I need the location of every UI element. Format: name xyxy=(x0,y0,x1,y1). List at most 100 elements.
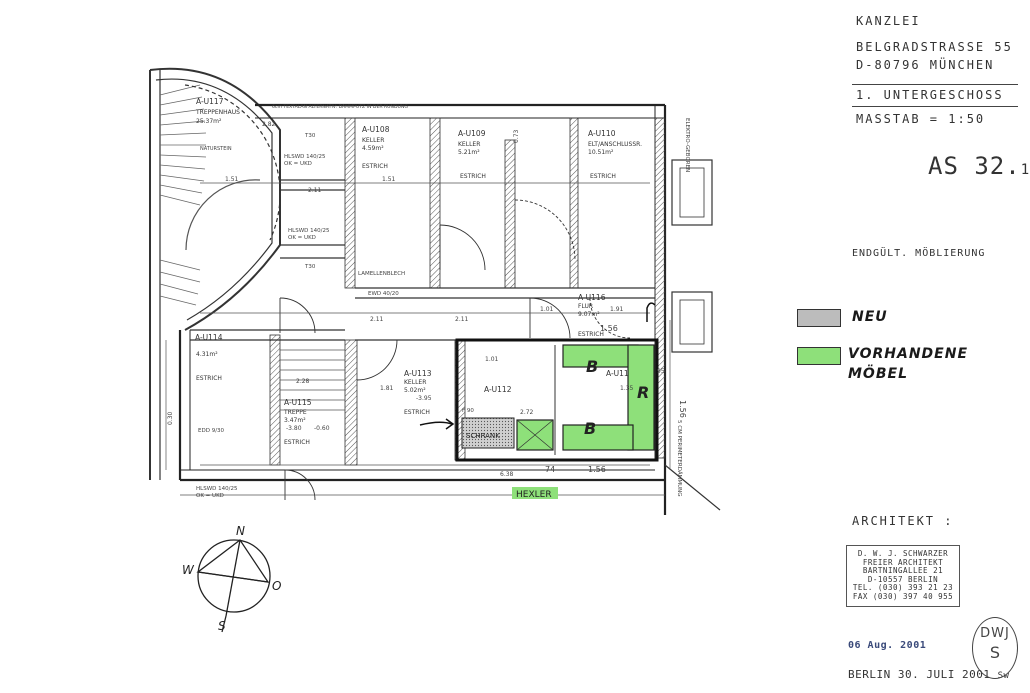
hexler-label: HEXLER xyxy=(516,490,552,500)
dim-20: -3.80 xyxy=(286,425,302,432)
room-u108-name: KELLER xyxy=(362,137,384,144)
title-rule-1 xyxy=(852,84,1018,85)
title-kanzlei: KANZLEI xyxy=(856,14,921,28)
dim-16: 1.35 xyxy=(620,385,634,392)
t30-label-2: T30 xyxy=(304,264,316,270)
t30-label-1: T30 xyxy=(304,133,316,139)
perimeter-label: 5 CM PERIMETERDÄMMUNG xyxy=(676,420,683,497)
legend-existing-label-2: MÖBEL xyxy=(848,366,908,382)
dim-21: -0.60 xyxy=(314,425,330,432)
seal-top: DWJ xyxy=(980,626,1010,641)
room-u116-name: FLUR xyxy=(578,303,593,310)
title-scale: MASSTAB = 1:50 xyxy=(856,112,986,126)
room-u114-floor: ESTRICH xyxy=(196,375,222,382)
room-u111-id: A-U11 xyxy=(606,369,629,378)
hatched-walls xyxy=(269,117,666,466)
furniture-mark-b1: B xyxy=(586,357,598,376)
room-u109-id: A-U109 xyxy=(458,129,486,138)
dim-12: 74 xyxy=(545,465,555,474)
okukd-label-3: OK = UKD xyxy=(196,493,224,499)
dim-1: 1.51 xyxy=(225,176,239,183)
dim-15: 1.01 xyxy=(485,356,499,363)
dim-18: 2.82 xyxy=(262,121,276,128)
dim-7: 1.91 xyxy=(610,306,624,313)
architect-stamp-box: D. W. J. SCHWARZER FREIER ARCHITEKT BART… xyxy=(846,545,960,607)
room-u116-area: 9.07m² xyxy=(578,311,600,318)
plan-status: ENDGÜLT. MÖBLIERUNG xyxy=(852,248,986,259)
room-u110-id: A-U110 xyxy=(588,129,616,138)
okukd-label-2: OK = UKD xyxy=(288,235,316,241)
hlswd-label-1: HLSWD 140/25 xyxy=(284,154,326,160)
room-u112-outline xyxy=(455,338,659,462)
dim-5: 2.11 xyxy=(370,316,384,323)
textalan-note: 6cm TEXTALAN ALTERNATIV: DÄMMPUTZ IN DER… xyxy=(272,103,408,110)
compass xyxy=(196,539,271,633)
room-u110-area: 10.51m² xyxy=(588,149,614,156)
seal-bottom: S xyxy=(989,643,1001,662)
dim-25: 1.56 xyxy=(678,400,687,418)
ewd-label: EWD 40/20 xyxy=(368,291,399,297)
plan-number-sub: 1 xyxy=(1020,162,1030,178)
light-shafts xyxy=(664,159,721,511)
hlswd-label-2: HLSWD 140/25 xyxy=(288,228,330,234)
title-city: D-80796 MÜNCHEN xyxy=(856,58,995,72)
dimension-lines xyxy=(165,182,671,496)
compass-n: N xyxy=(236,524,245,538)
room-u114-id: A-U114 xyxy=(195,333,223,342)
legend-existing-label-1: VORHANDENE xyxy=(848,346,969,362)
elektro-label: ELEKTRO-GEBOREN xyxy=(684,118,690,172)
dim-19: -3.95 xyxy=(416,395,432,402)
furniture-hatch-lines xyxy=(516,419,554,451)
room-u108-area: 4.59m² xyxy=(362,145,384,152)
architect-line-3: BARTNINGALLEE 21 xyxy=(862,566,944,576)
dim-6: 1.01 xyxy=(540,306,554,313)
compass-s: S xyxy=(218,619,226,633)
legend-existing-swatch xyxy=(797,347,841,365)
dim-2: 2.11 xyxy=(308,187,322,194)
room-u109-area: 5.21m² xyxy=(458,149,480,156)
dim-14: 95 xyxy=(657,368,665,375)
okukd-label-1: OK = UKD xyxy=(284,161,312,167)
dim-9: 1.81 xyxy=(380,385,394,392)
furniture-mark-b2: B xyxy=(584,419,596,438)
compass-o: O xyxy=(272,579,281,593)
room-u115-floor: ESTRICH xyxy=(284,439,310,446)
room-u110-floor: ESTRICH xyxy=(590,173,616,180)
room-u117-area: 25.37m² xyxy=(196,118,222,125)
legend-new-swatch xyxy=(797,309,841,327)
stair-tower xyxy=(149,67,281,480)
architect-heading: ARCHITEKT : xyxy=(852,514,954,528)
room-u116-id: A-U116 xyxy=(578,293,606,302)
room-u112-id: A-U112 xyxy=(484,385,512,394)
interior-walls xyxy=(190,179,655,461)
room-u116-floor: ESTRICH xyxy=(578,331,604,338)
dim-13: 1.56 xyxy=(588,465,606,474)
edd-label: EDD 9/30 xyxy=(198,428,225,434)
plan-number: AS 32.1 xyxy=(928,152,1030,180)
title-address: BELGRADSTRASSE 55 xyxy=(856,40,1013,54)
date-stamp: 06 Aug. 2001 xyxy=(848,640,927,651)
room-u117-id: A-U117 xyxy=(196,97,224,106)
room-u110-name: ELT/ANSCHLUSSR. xyxy=(588,141,642,148)
room-u108-floor: ESTRICH xyxy=(362,163,388,170)
room-u113-area: 5.02m² xyxy=(404,387,426,394)
lamellen-label: LAMELLENBLECH xyxy=(358,271,405,277)
furniture-mark-r: R xyxy=(637,383,649,402)
legend-new-label: NEU xyxy=(852,309,888,325)
title-rule-2 xyxy=(852,106,1018,107)
room-u109-name: KELLER xyxy=(458,141,480,148)
stair-u115 xyxy=(280,349,345,411)
signature-date-text: BERLIN 30. JULI 2001 xyxy=(848,668,991,681)
room-u113-name: KELLER xyxy=(404,379,426,386)
schrank-label: SCHRANK xyxy=(466,432,500,440)
room-u115-name: TREPPE xyxy=(283,409,307,416)
room-u113-floor: ESTRICH xyxy=(404,409,430,416)
dim-11: 6.38 xyxy=(500,471,514,478)
room-u115-area: 3.47m² xyxy=(284,417,306,424)
dim-3: 1.51 xyxy=(382,176,396,183)
architect-line-6: FAX (030) 397 40 955 xyxy=(852,591,954,601)
f90-label: F 90 xyxy=(462,408,474,414)
compass-w: W xyxy=(182,563,195,577)
furniture-new xyxy=(461,417,515,449)
